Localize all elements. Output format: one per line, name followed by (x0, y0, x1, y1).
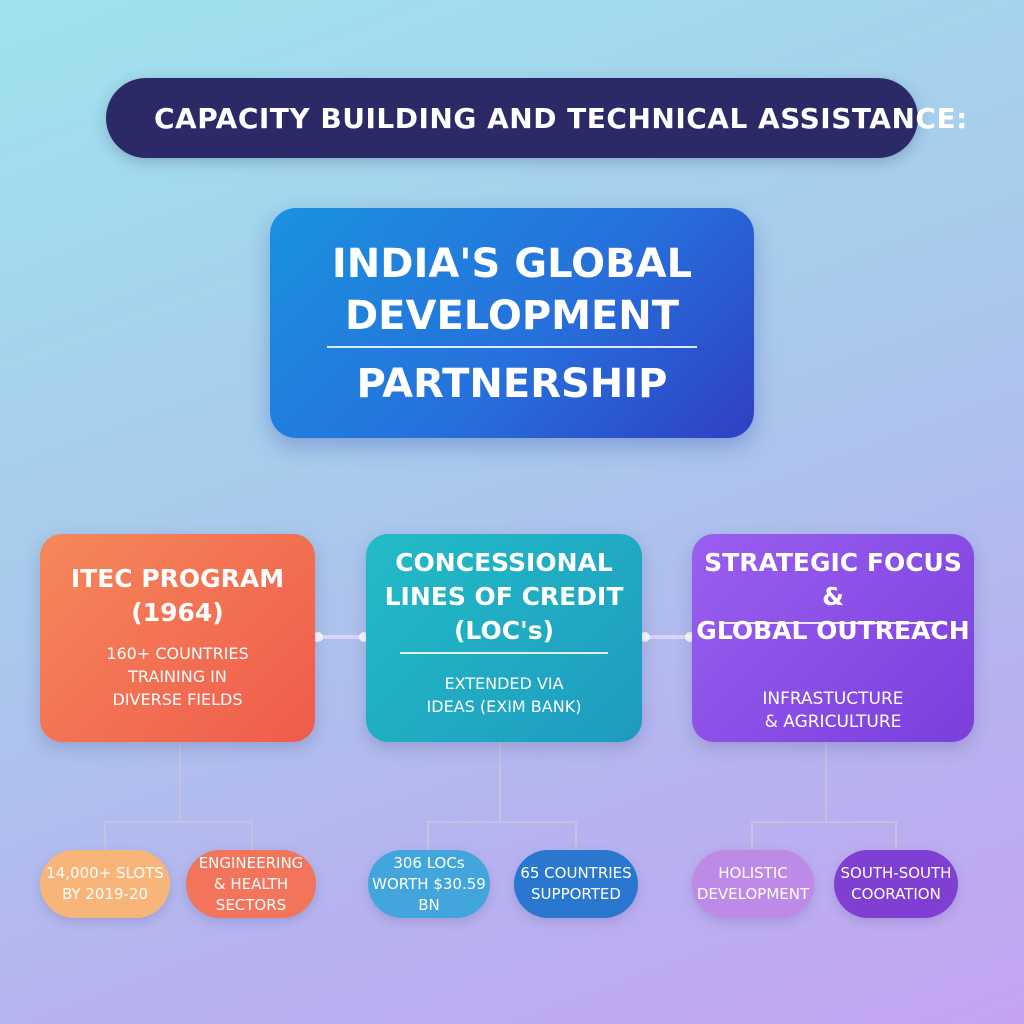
card-divider (724, 622, 944, 624)
card-title: STRATEGIC FOCUS & (704, 548, 962, 611)
card-subtext: DIVERSE FIELDS (112, 690, 243, 709)
card-itec-program: ITEC PROGRAM (1964) 160+ COUNTRIES TRAIN… (40, 534, 315, 742)
center-title-line3: PARTNERSHIP (356, 361, 668, 407)
pill-text: WORTH $30.59 BN (372, 874, 486, 914)
connector-card2 (427, 742, 577, 850)
pill-text: HOLISTIC (718, 864, 788, 882)
header-banner: CAPACITY BUILDING AND TECHNICAL ASSISTAN… (106, 78, 967, 158)
pill-text: SOUTH-SOUTH (840, 864, 952, 882)
connector-card1 (104, 742, 253, 850)
card-subtext: IDEAS (EXIM BANK) (426, 697, 582, 716)
header-title: CAPACITY BUILDING AND TECHNICAL ASSISTAN… (154, 101, 968, 135)
pill-text: 306 LOCs (393, 853, 465, 872)
pill-text: & HEALTH SECTORS (213, 874, 289, 914)
central-topic-box: INDIA'S GLOBAL DEVELOPMENT PARTNERSHIP (270, 208, 754, 438)
pill-text: ENGINEERING (198, 853, 304, 872)
card-subtext: 160+ COUNTRIES (106, 644, 249, 663)
card-title: GLOBAL OUTREACH (696, 616, 970, 645)
pill-countries: 65 COUNTRIES SUPPORTED (514, 850, 638, 918)
pill-text: BY 2019-20 (61, 885, 149, 903)
card-title: CONCESSIONAL (395, 548, 613, 577)
card-subtext: TRAINING IN (128, 667, 227, 686)
card-lines-of-credit: CONCESSIONAL LINES OF CREDIT (LOC's) EXT… (366, 534, 642, 742)
card-title: ITEC PROGRAM (70, 564, 285, 593)
pill-sectors: ENGINEERING & HEALTH SECTORS (186, 850, 316, 918)
pill-text: SUPPORTED (531, 885, 621, 903)
pill-slots: 14,000+ SLOTS BY 2019-20 (40, 850, 170, 918)
pill-text: COORATION (851, 885, 941, 903)
card-title: (LOC's) (453, 616, 555, 645)
pill-text: 65 COUNTRIES (520, 864, 632, 882)
card-title: (1964) (131, 598, 224, 627)
card-subtext: & AGRICULTURE (764, 712, 902, 732)
pill-text: 14,000+ SLOTS (46, 864, 164, 882)
center-divider (327, 346, 697, 348)
card-subtext: INFRASTUCTURE (762, 689, 904, 709)
center-title-line2: DEVELOPMENT (344, 293, 680, 339)
card-divider (400, 652, 608, 654)
card-subtext: EXTENDED VIA (444, 674, 564, 693)
pill-south-south: SOUTH-SOUTH COORATION (834, 850, 958, 918)
connector-card3 (751, 742, 897, 850)
pill-text: DEVELOPMENT (696, 885, 810, 903)
card-strategic-focus: STRATEGIC FOCUS & GLOBAL OUTREACH INFRAS… (692, 534, 974, 742)
card-title: LINES OF CREDIT (384, 582, 624, 611)
center-title-line1: INDIA'S GLOBAL (331, 241, 693, 287)
pill-holistic: HOLISTIC DEVELOPMENT (692, 850, 814, 918)
